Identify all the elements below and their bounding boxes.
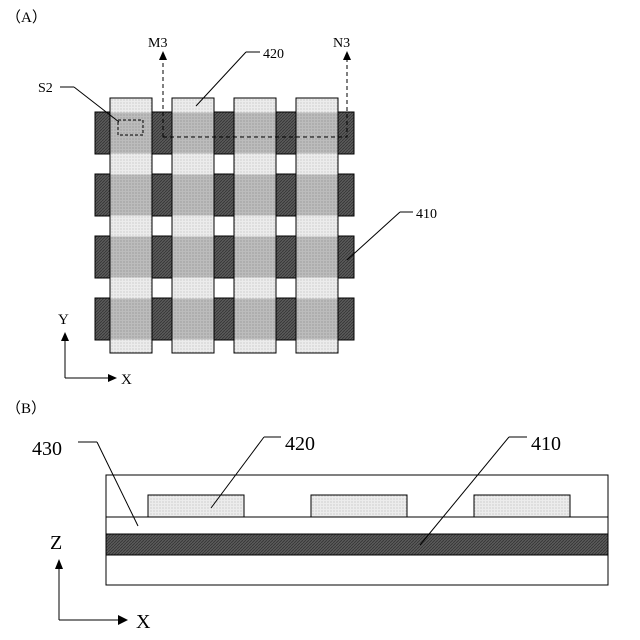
top-electrode-column [234, 98, 276, 353]
y-arrow-icon [61, 332, 69, 341]
top-electrode-block [474, 495, 570, 517]
x-arrow-b-icon [118, 615, 128, 625]
axis-z-label: Z [50, 532, 62, 554]
n3-label: N3 [333, 36, 350, 51]
m3-label: M3 [148, 36, 167, 51]
top-electrode-label-b: 420 [285, 433, 315, 455]
top-electrode-label: 420 [263, 47, 284, 62]
bottom-electrode-layer [106, 534, 608, 555]
top-electrode-column [172, 98, 214, 353]
bottom-electrode-label-b: 410 [531, 433, 561, 455]
n3-arrow-icon [343, 51, 351, 60]
top-electrode-column [296, 98, 338, 353]
substrate [106, 475, 608, 585]
top-electrode-block [148, 495, 244, 517]
z-arrow-icon [55, 559, 63, 569]
x-arrow-icon [108, 374, 117, 382]
top-electrode-column [110, 98, 152, 353]
panel-a: （A） [6, 9, 437, 388]
s2-label: S2 [38, 81, 53, 96]
axis-x-label: X [121, 372, 132, 388]
m3-arrow-icon [159, 51, 167, 60]
bottom-electrode-label: 410 [416, 207, 437, 222]
panel-b: （B） 430 420 410 Z X [6, 400, 608, 633]
label-410-leader [347, 212, 400, 260]
panel-a-label: （A） [6, 9, 47, 26]
axis-x-b-label: X [136, 611, 151, 633]
axis-y-label: Y [58, 312, 69, 328]
panel-b-label: （B） [6, 400, 46, 417]
top-electrode-block [311, 495, 407, 517]
substrate-label: 430 [32, 438, 62, 460]
